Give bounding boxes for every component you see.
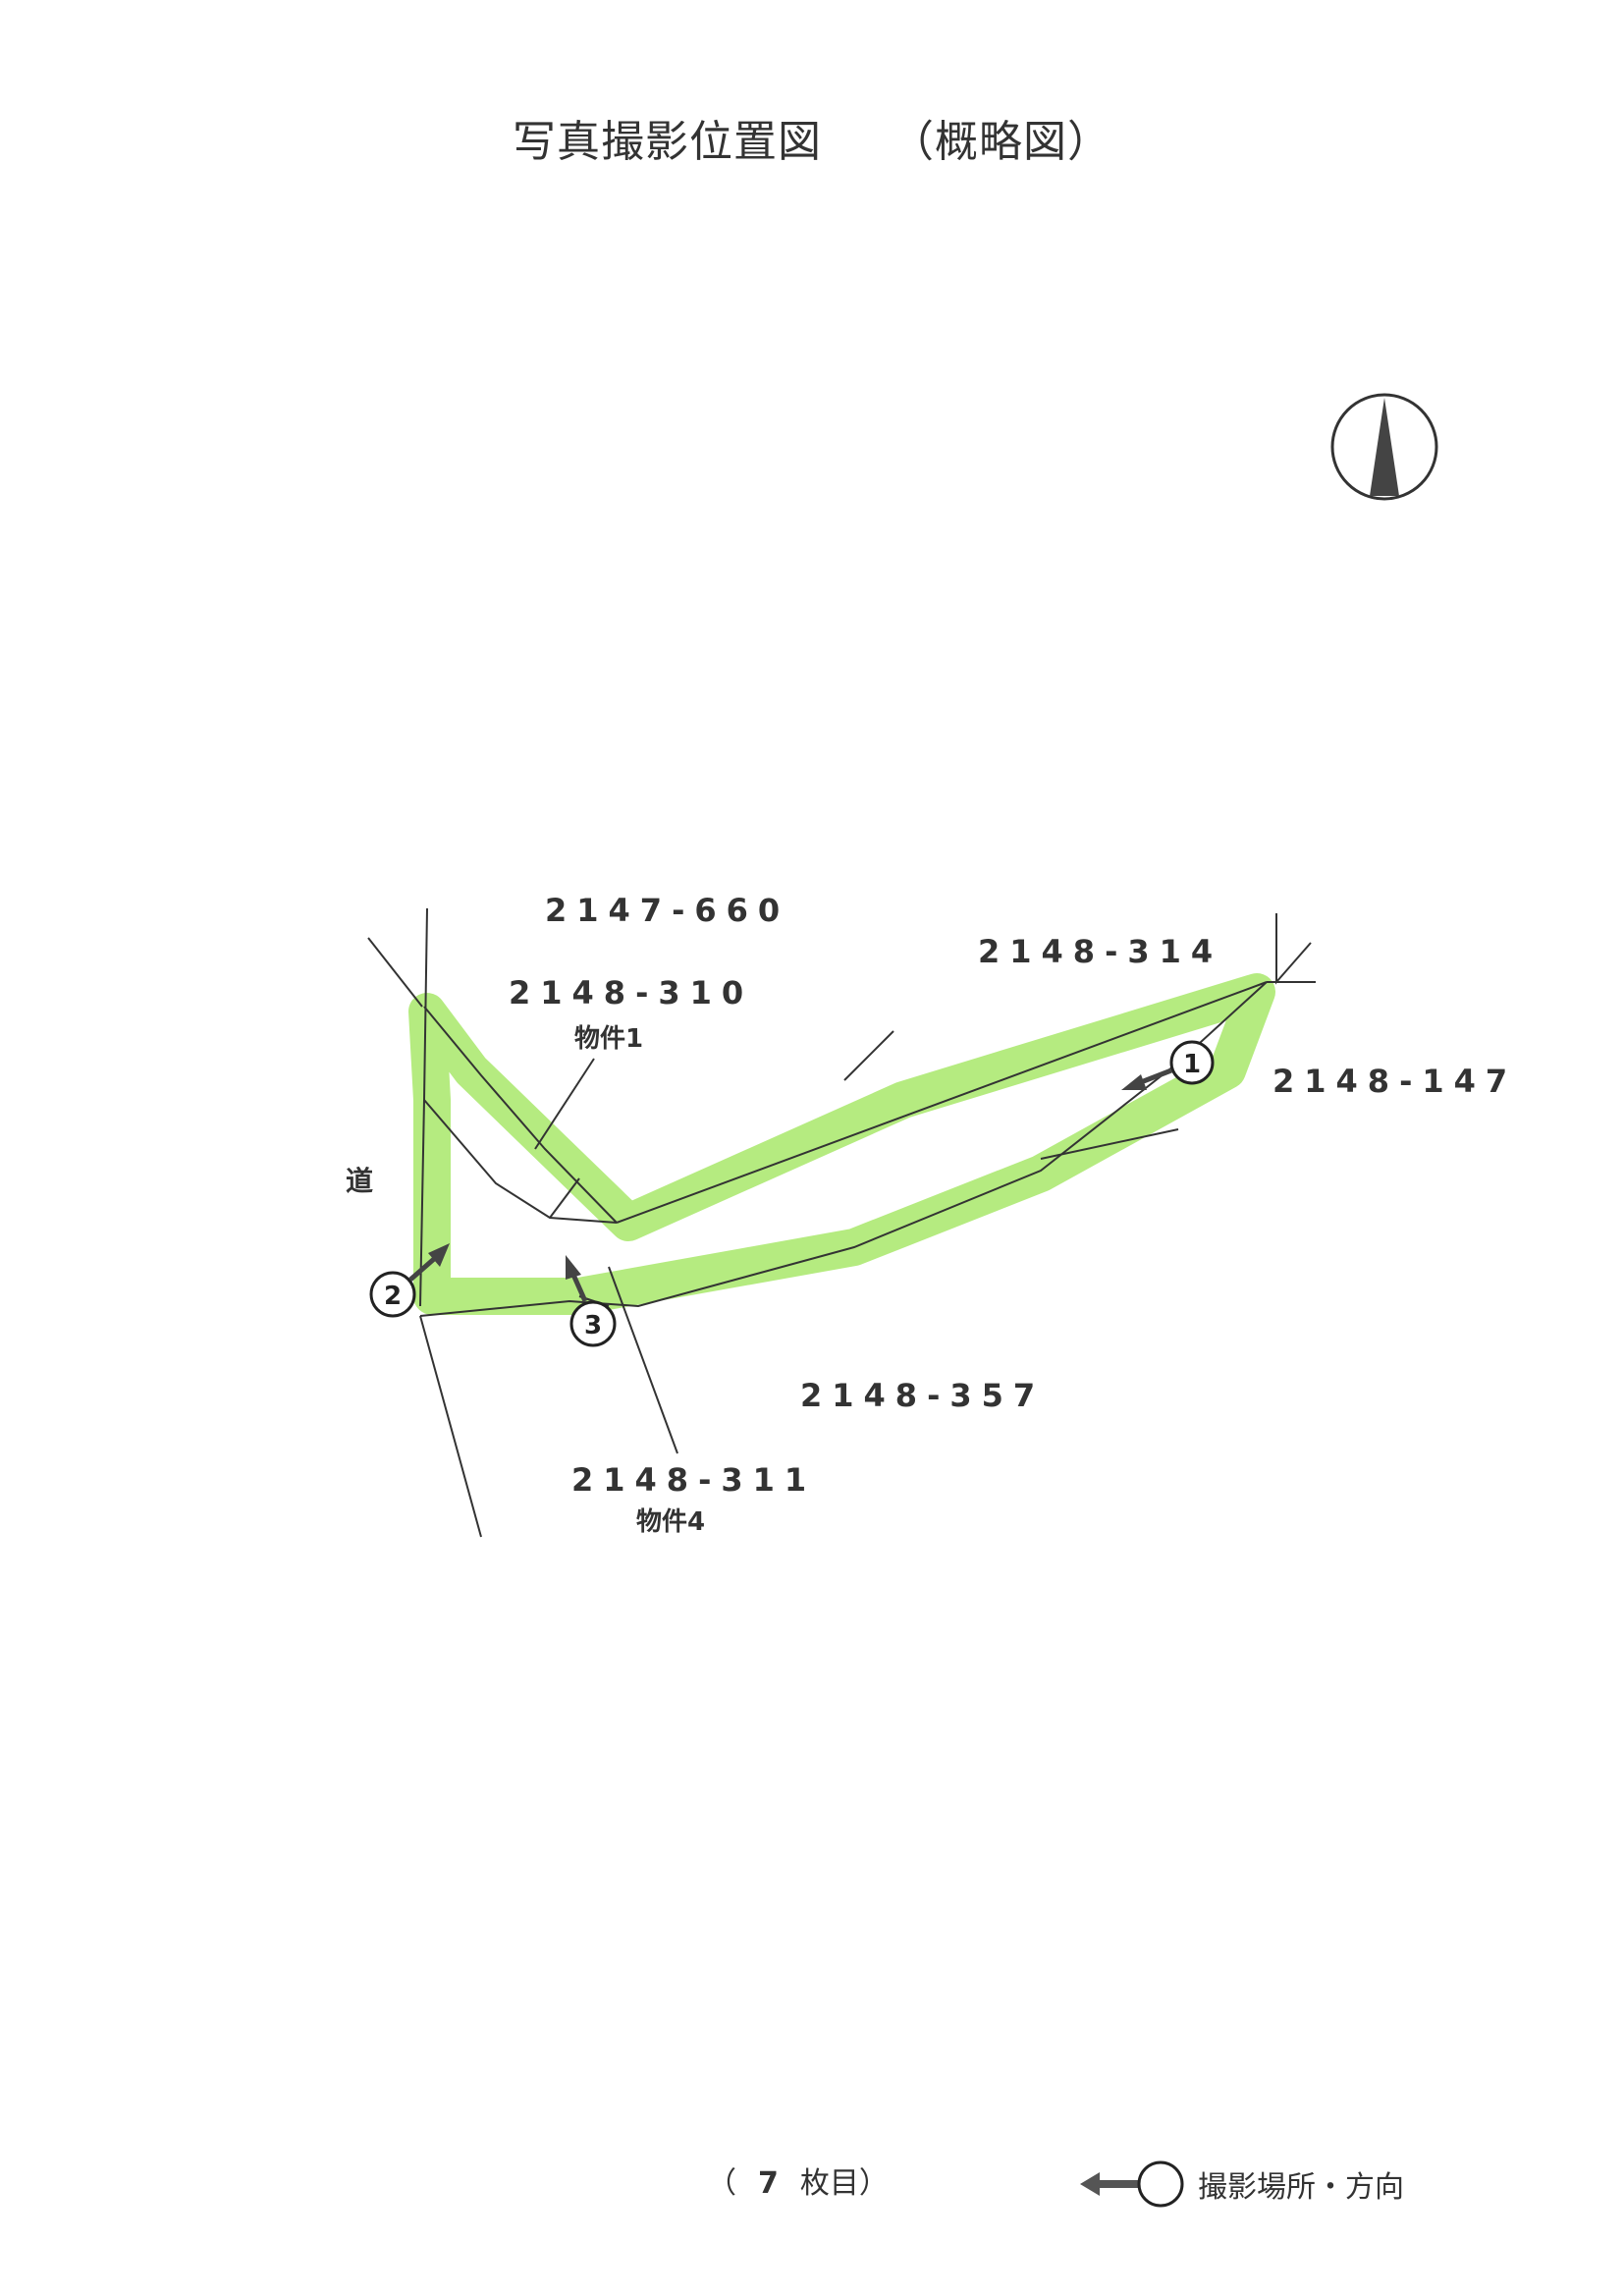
label-leaders bbox=[534, 1058, 595, 1150]
title-main: 写真撮影位置図 bbox=[513, 117, 822, 167]
camera-direction-arrow-icon bbox=[566, 1255, 588, 1303]
property-1-label: 物件1 bbox=[574, 1024, 643, 1054]
road-label: 道 bbox=[346, 1165, 373, 1197]
lot-2148-357: 2148-357 bbox=[800, 1377, 1045, 1414]
photo-point-3: 3 bbox=[566, 1255, 617, 1347]
lot-2147-660: 2147-660 bbox=[545, 892, 789, 929]
photo-point-2-number: 2 bbox=[384, 1282, 402, 1311]
property-4-label: 物件4 bbox=[636, 1507, 705, 1537]
lot-2148-147: 2148-147 bbox=[1272, 1063, 1517, 1100]
sheet-open: （ bbox=[707, 2166, 736, 2201]
sheet-number: （ 7 枚目） bbox=[707, 2159, 889, 2202]
photo-point-1-number: 1 bbox=[1183, 1050, 1201, 1079]
camera-direction-arrow-icon bbox=[1121, 1067, 1172, 1090]
lot-2148-310: 2148-310 bbox=[509, 974, 753, 1011]
legend: 撮影場所・方向 bbox=[1078, 2159, 1404, 2210]
camera-direction-arrow-icon bbox=[1080, 2160, 1184, 2208]
boundary-lines bbox=[367, 907, 1316, 1538]
title-sub: （概略図） bbox=[891, 117, 1111, 167]
lot-2148-311: 2148-311 bbox=[571, 1461, 816, 1499]
north-arrow-icon bbox=[1330, 393, 1438, 501]
sheet-close: 枚目） bbox=[799, 2166, 889, 2201]
sheet-number-value: 7 bbox=[758, 2166, 779, 2201]
photo-point-2: 2 bbox=[369, 1243, 450, 1318]
page-title: 写真撮影位置図 （概略図） bbox=[0, 106, 1624, 169]
camera-direction-arrow-icon bbox=[408, 1243, 450, 1282]
photo-point-1: 1 bbox=[1121, 1040, 1215, 1090]
legend-label: 撮影場所・方向 bbox=[1198, 2170, 1404, 2205]
photo-point-3-number: 3 bbox=[584, 1311, 602, 1340]
lot-2148-314: 2148-314 bbox=[978, 933, 1222, 970]
